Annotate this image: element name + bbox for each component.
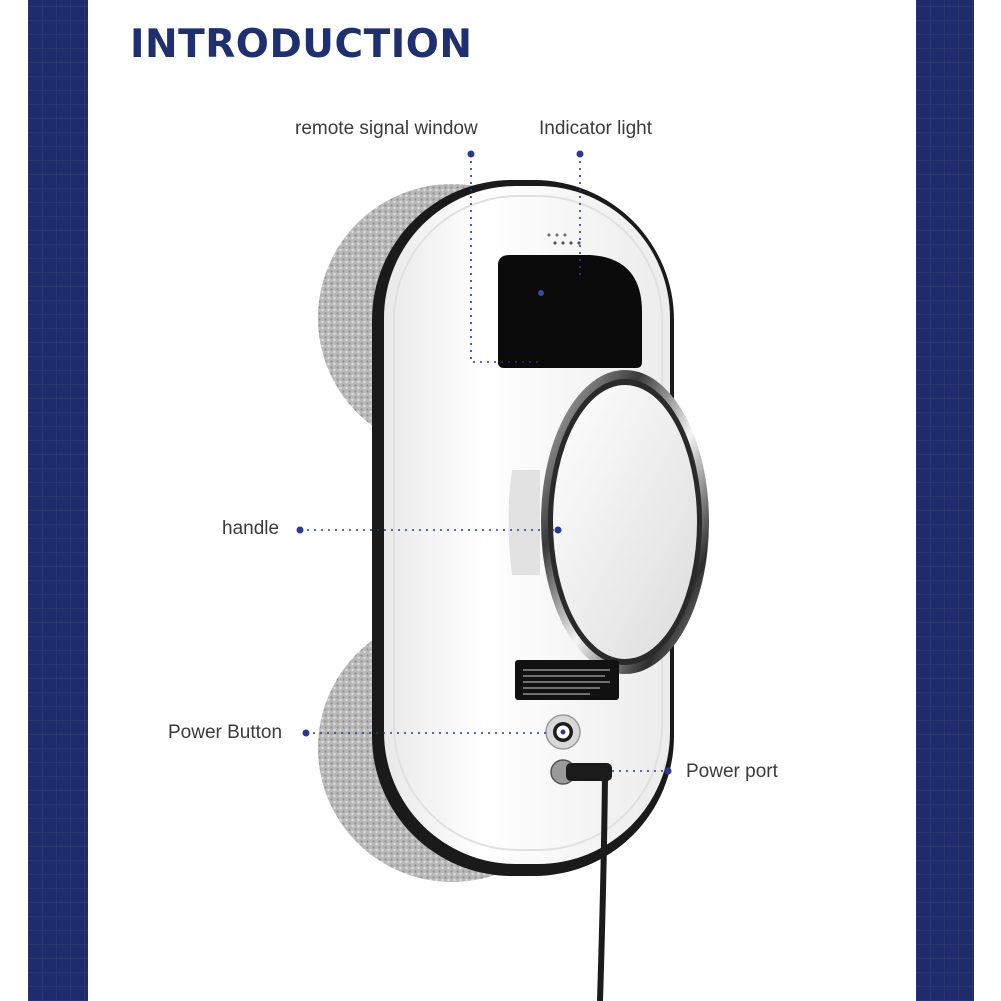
handle xyxy=(508,370,709,674)
label-handle: handle xyxy=(222,518,280,539)
power-port xyxy=(550,759,612,1001)
label-remote-signal-window: remote signal window xyxy=(295,118,478,139)
leader-dot-power-button xyxy=(302,729,310,737)
right-border-band xyxy=(916,0,974,1001)
leader-dot-indicator xyxy=(576,150,584,158)
leader-dot-power-port xyxy=(664,767,672,775)
power-button xyxy=(545,714,581,750)
page-title: INTRODUCTION xyxy=(130,22,473,67)
remote-signal-window xyxy=(498,255,642,368)
signal-window-marker xyxy=(538,290,544,296)
leader-dot-handle-start xyxy=(296,526,304,534)
callout-leaders xyxy=(300,154,668,772)
leader-dot-remote-signal xyxy=(467,150,475,158)
label-indicator-light: Indicator light xyxy=(539,118,653,139)
indicator-light xyxy=(547,233,581,245)
label-power-button: Power Button xyxy=(168,722,283,743)
label-power-port: Power port xyxy=(686,761,778,782)
warning-label xyxy=(515,660,619,700)
leader-dot-handle-end xyxy=(554,526,562,534)
left-border-band xyxy=(28,0,88,1001)
